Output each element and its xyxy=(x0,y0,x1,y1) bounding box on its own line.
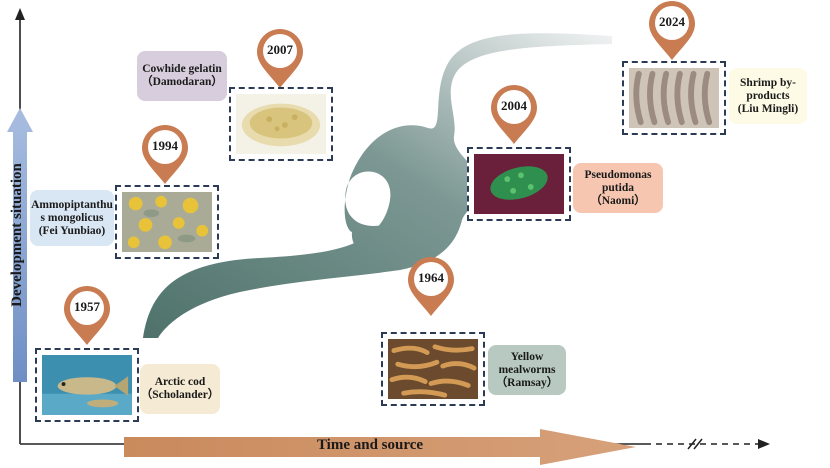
axis-break-mark xyxy=(687,438,697,450)
year-pin-1957: 1957 xyxy=(62,285,112,347)
source-label-pseudomonas: Pseudomonas putida （Naomi） xyxy=(573,163,663,213)
year-label: 1994 xyxy=(152,138,178,153)
source-label-ammopiptanthus: Ammopiptanthu s mongolicus (Fei Yunbiao) xyxy=(30,190,114,246)
year-pin-2004: 2004 xyxy=(489,84,539,146)
development-arrow xyxy=(7,108,33,382)
year-pin-1994: 1994 xyxy=(140,124,190,186)
year-pin-2024: 2024 xyxy=(647,0,697,62)
gelatin-image xyxy=(229,87,333,161)
year-label: 1964 xyxy=(418,270,444,285)
year-label: 2024 xyxy=(659,14,685,29)
year-pin-1964: 1964 xyxy=(406,256,456,318)
year-label: 1957 xyxy=(74,299,100,314)
source-label-arctic-cod: Arctic cod （Scholander） xyxy=(140,364,220,414)
y-axis-label: Development situation xyxy=(9,163,25,307)
source-label-gelatin: Cowhide gelatin （Damodaran） xyxy=(137,51,227,101)
y-axis-arrowhead xyxy=(15,8,25,20)
year-pin-2007: 2007 xyxy=(255,28,305,90)
source-label-mealworms: Yellow mealworms （Ramsay） xyxy=(488,345,566,395)
x-axis-arrowhead xyxy=(758,439,770,449)
arctic-cod-image xyxy=(35,348,139,422)
year-label: 2007 xyxy=(267,42,293,57)
axis-break-mark xyxy=(693,438,703,450)
time-arrow xyxy=(124,429,636,465)
pseudomonas-image xyxy=(467,147,571,221)
year-label: 2004 xyxy=(501,98,527,113)
development-road xyxy=(143,33,612,338)
x-axis-label: Time and source xyxy=(316,437,424,453)
shrimp-image xyxy=(622,61,726,135)
source-label-shrimp: Shrimp by-products (Liu Mingli) xyxy=(729,68,807,124)
mealworms-image xyxy=(381,332,485,406)
ammopiptanthus-image xyxy=(115,185,219,259)
